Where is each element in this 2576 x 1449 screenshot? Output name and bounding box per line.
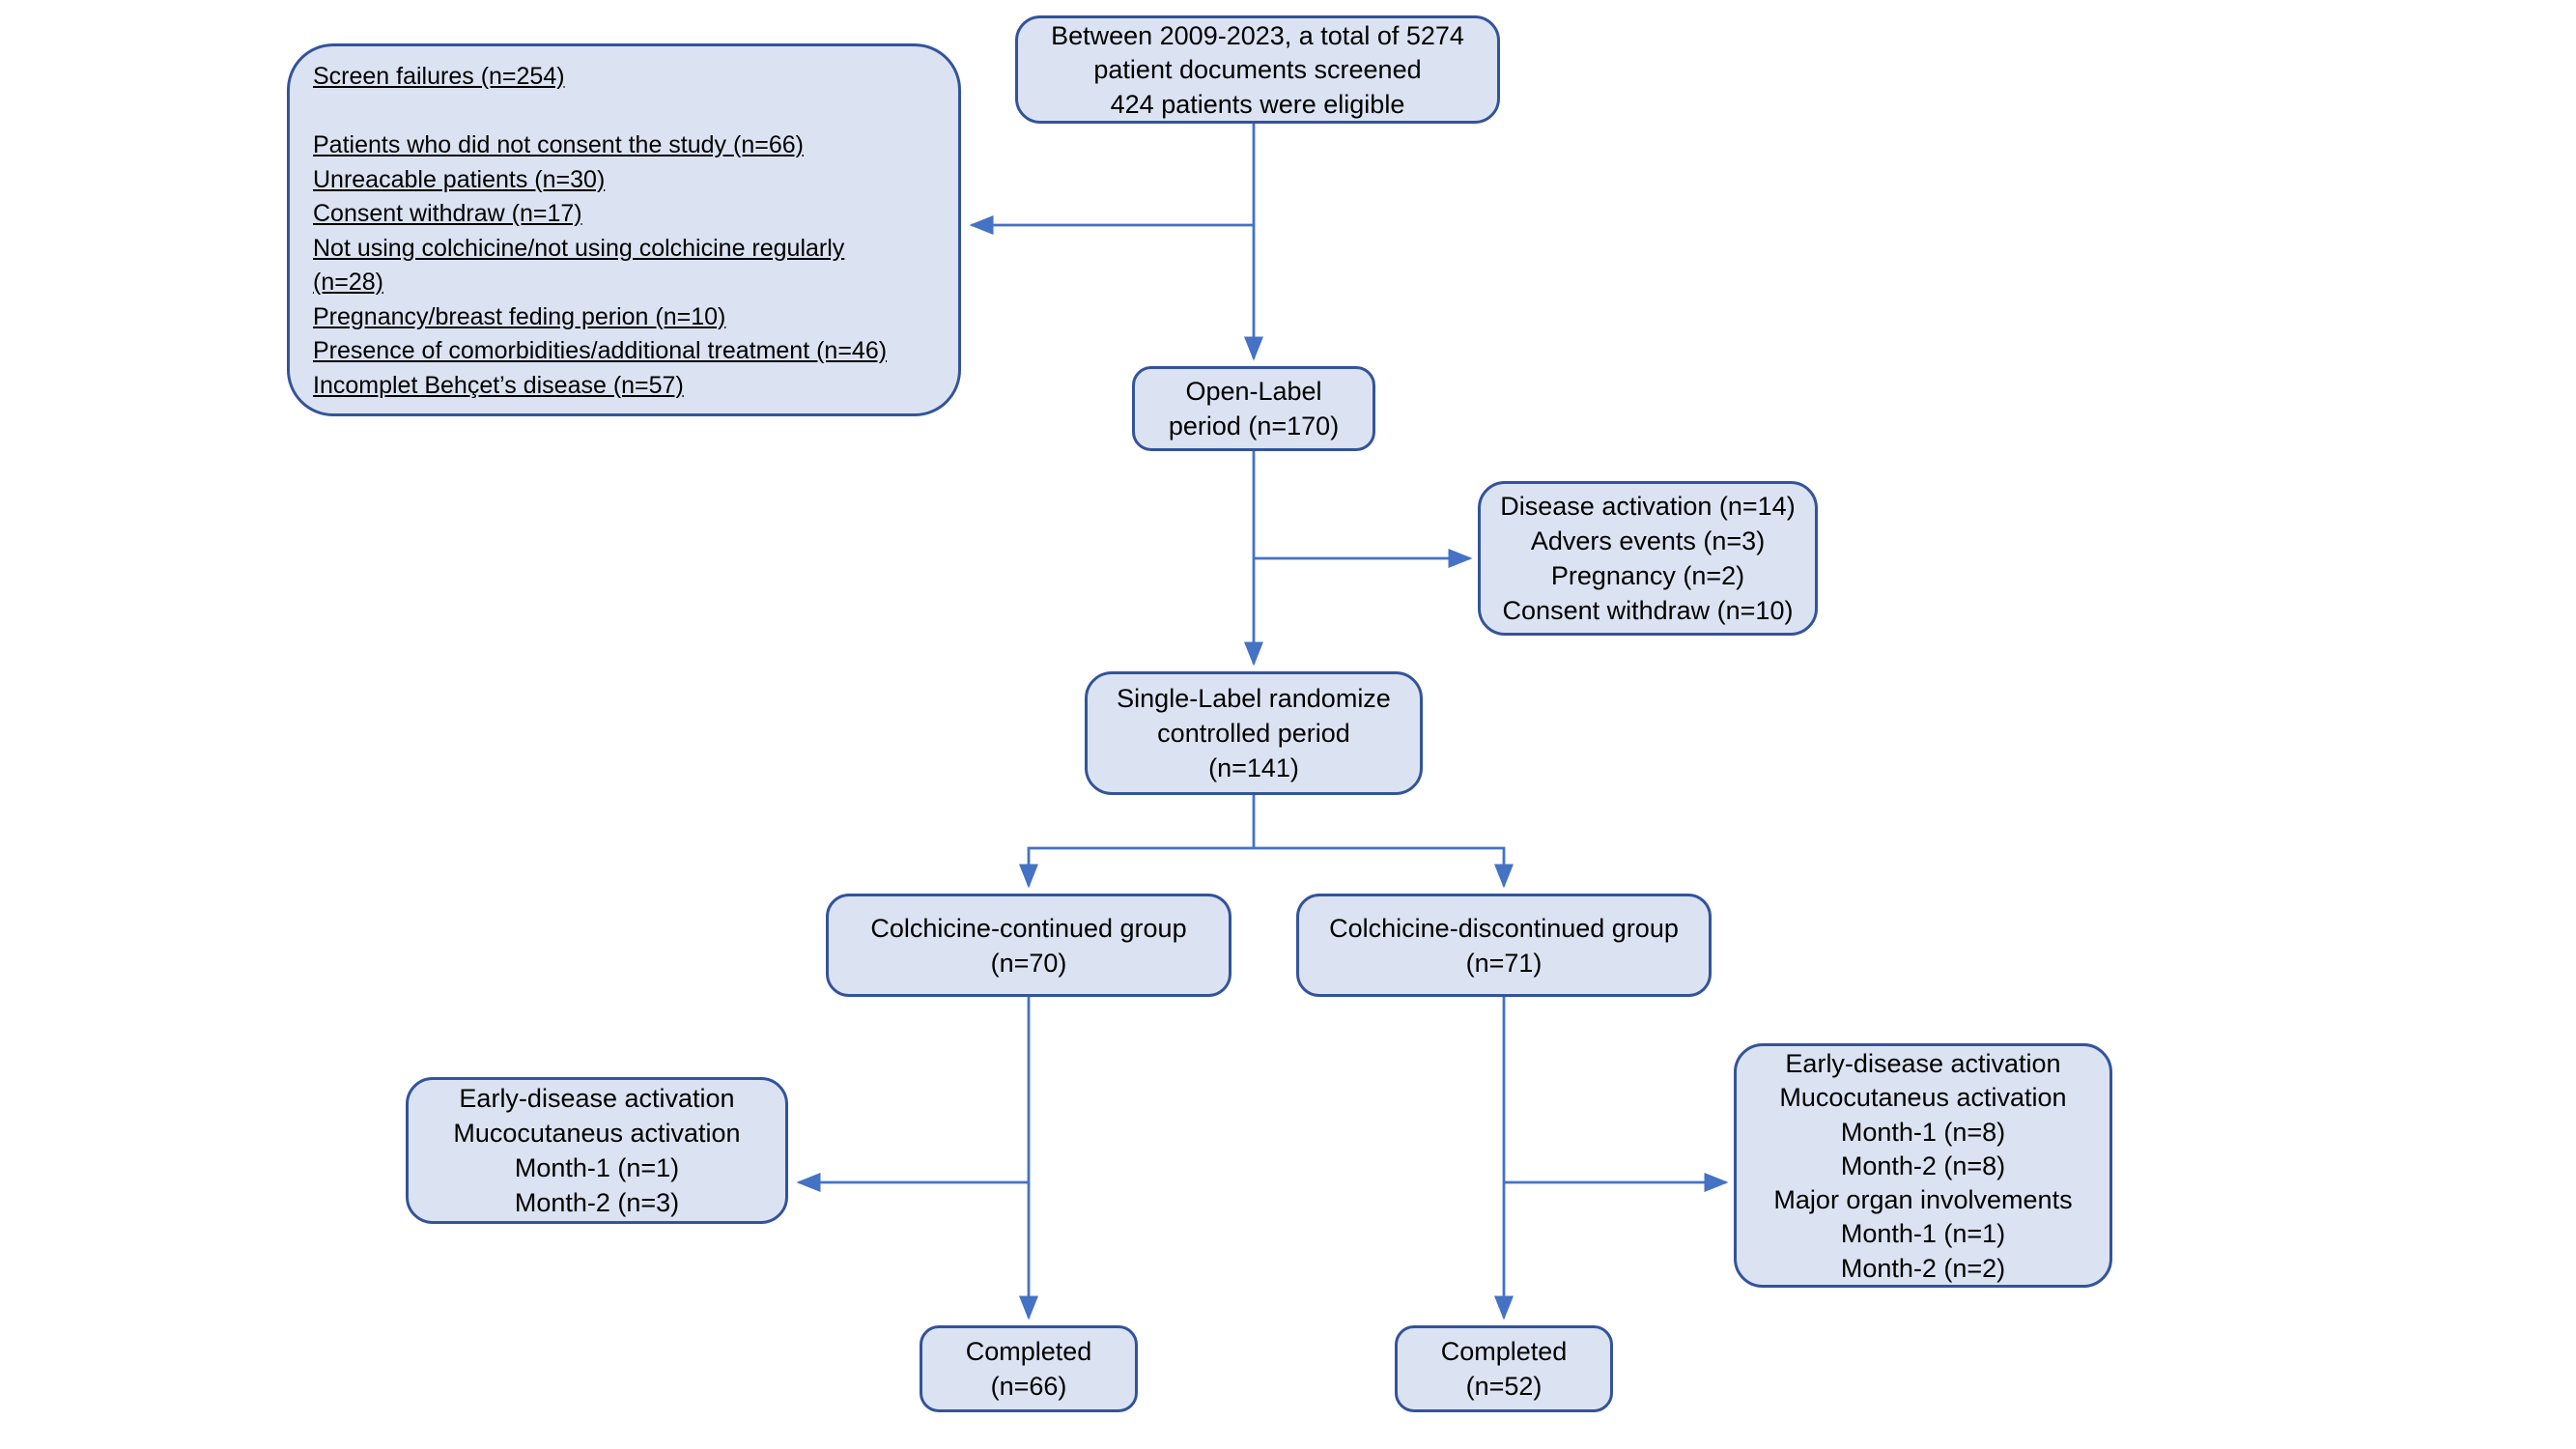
text-line: Between 2009-2023, a total of 5274 (1051, 21, 1464, 50)
connector-split-to-continued (1018, 846, 1254, 889)
box-colchicine-discontinued-group: Colchicine-discontinued group (n=71) (1296, 894, 1712, 997)
text-line: Not using colchicine/not using colchicin… (313, 234, 845, 262)
text-line: Mucocutaneus activation (453, 1119, 741, 1148)
text-line (313, 95, 935, 129)
box-open-label-exits: Disease activation (n=14) Advers events (… (1478, 481, 1818, 636)
box-colchicine-continued-group: Colchicine-continued group (n=70) (826, 894, 1231, 997)
text-line: Month-1 (n=8) (1840, 1117, 2006, 1147)
text-line: (n=66) (990, 1372, 1067, 1401)
box-screened-patients: Between 2009-2023, a total of 5274 patien… (1015, 15, 1500, 124)
connector-split-to-discontinued (1254, 846, 1514, 889)
text-line: (n=141) (1208, 753, 1299, 782)
text-line: controlled period (1157, 719, 1350, 748)
text-line: Presence of comorbidities/additional tre… (313, 337, 888, 364)
box-screen-failures: Screen failures (n=254) Patients who did … (287, 43, 961, 416)
text-line: Screen failures (n=254) (313, 63, 565, 90)
text-line: Pregnancy/breast feding perion (n=10) (313, 302, 726, 330)
box-completed-discontinued: Completed (n=52) (1395, 1325, 1613, 1412)
text-line: Pregnancy (n=2) (1550, 561, 1745, 590)
box-open-label-period: Open-Label period (n=170) (1132, 366, 1375, 451)
text-line: Completed (1440, 1337, 1568, 1366)
text-line: Advers events (n=3) (1530, 526, 1766, 555)
text-line: Consent withdraw (n=10) (1502, 596, 1794, 625)
text-line: period (n=170) (1168, 412, 1340, 440)
text-line: Major organ involvements (1773, 1185, 2073, 1215)
text-line: 424 patients were eligible (1110, 89, 1405, 119)
text-line: patient documents screened (1093, 55, 1422, 85)
box-completed-continued: Completed (n=66) (920, 1325, 1138, 1412)
text-line: Early-disease activation (459, 1084, 735, 1113)
text-line: Single-Label randomize (1117, 684, 1391, 713)
text-line: Colchicine-discontinued group (1329, 913, 1679, 943)
text-line: Completed (965, 1337, 1092, 1366)
text-line: Open-Label (1185, 377, 1322, 406)
text-line: Early-disease activation (1785, 1049, 2061, 1079)
text-line: Disease activation (n=14) (1500, 492, 1796, 521)
text-line: Month-2 (n=2) (1840, 1253, 2006, 1283)
text-line: Month-2 (n=3) (514, 1188, 680, 1217)
text-line: Patients who did not consent the study (… (313, 131, 804, 158)
text-line: Mucocutaneus activation (1779, 1083, 2067, 1113)
text-line: Month-1 (n=1) (1840, 1219, 2006, 1249)
text-line: Colchicine-continued group (870, 913, 1187, 943)
text-line: (n=71) (1465, 948, 1543, 978)
text-line: (n=70) (990, 948, 1067, 978)
text-line: Month-1 (n=1) (514, 1153, 680, 1182)
text-line: (n=28) (313, 269, 383, 296)
text-line: (n=52) (1465, 1372, 1543, 1401)
text-line: Incomplet Behçet’s disease (n=57) (313, 371, 684, 399)
text-line: Consent withdraw (n=17) (313, 200, 582, 227)
text-line: Month-2 (n=8) (1840, 1151, 2006, 1180)
box-single-label-period: Single-Label randomize controlled period (… (1085, 671, 1423, 795)
text-line: Unreacable patients (n=30) (313, 165, 606, 193)
